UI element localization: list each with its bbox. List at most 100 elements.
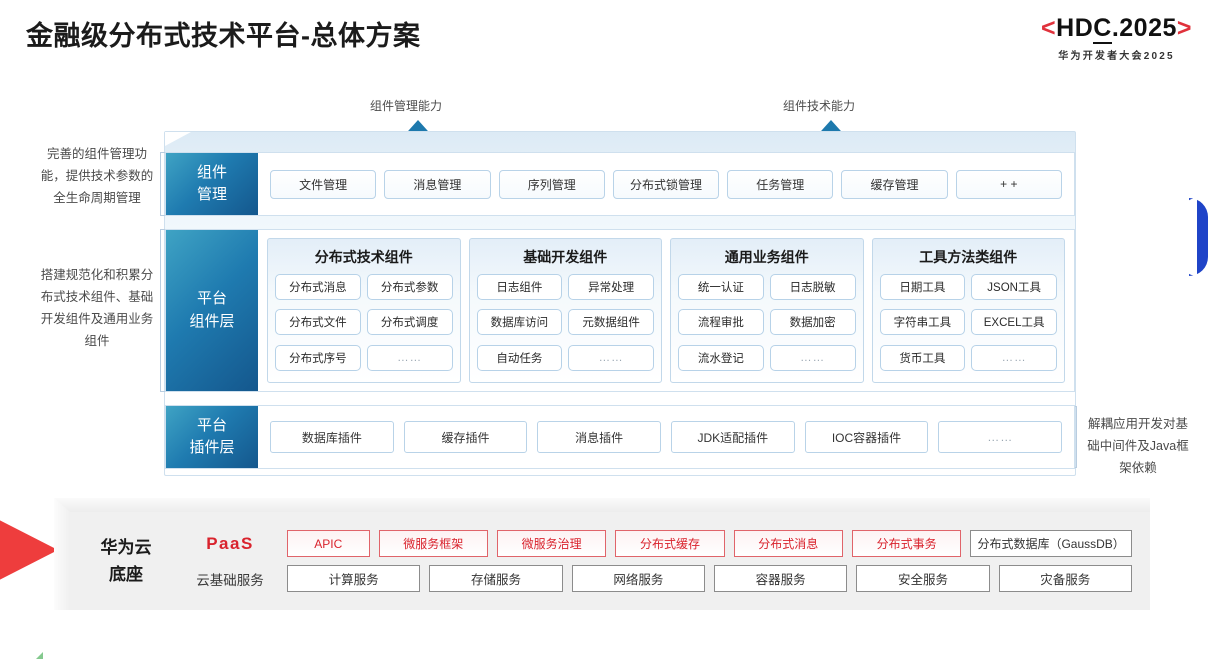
paas-chip-microservice-governance[interactable]: 微服务治理	[496, 530, 607, 557]
hdc-logo-main: <HDC.2025>	[1041, 14, 1192, 44]
paas-chip-distributed-database[interactable]: 分布式数据库（GaussDB）	[970, 530, 1133, 557]
note-component-management: 完善的组件管理功能，提供技术参数的全生命周期管理	[40, 147, 154, 205]
group-utility-methods: 工具方法类组件 日期工具 JSON工具 字符串工具 EXCEL工具 货币工具 ……	[871, 238, 1065, 383]
note-component-layer: 搭建规范化和积累分布式技术组件、基础开发组件及通用业务组件	[40, 268, 154, 348]
note-plugin-layer: 解耦应用开发对基础中间件及Java框架依赖	[1087, 417, 1189, 475]
layer-label-line1: 组件	[196, 163, 227, 181]
cell-distributed-file[interactable]: 分布式文件	[275, 309, 361, 336]
cell-more[interactable]: ……	[568, 344, 654, 371]
base-title-line2: 底座	[109, 565, 143, 584]
cell-more[interactable]: ……	[366, 344, 453, 371]
chip-file-management[interactable]: 文件管理	[270, 169, 377, 199]
cell-json-tool[interactable]: JSON工具	[971, 274, 1057, 300]
layer-label-component-management: 组件 管理	[166, 153, 258, 215]
cell-log-component[interactable]: 日志组件	[476, 274, 563, 300]
cell-distributed-parameter[interactable]: 分布式参数	[366, 274, 453, 300]
layer-body-platform-component: 分布式技术组件 分布式消息 分布式参数 分布式文件 分布式调度 分布式序号 ………	[258, 230, 1074, 391]
chip-distributed-lock-management[interactable]: 分布式锁管理	[612, 169, 720, 199]
chip-ioc-container-plugin[interactable]: IOC容器插件	[804, 421, 929, 453]
paas-label: PaaS	[206, 533, 254, 553]
group-title: 分布式技术组件	[314, 249, 413, 265]
chip-database-plugin[interactable]: 数据库插件	[270, 421, 394, 453]
paas-row: PaaS APIC 微服务框架 微服务治理 分布式缓存 分布式消息 分布式事务 …	[182, 530, 1133, 557]
layer-platform-plugin: 平台 插件层 数据库插件 缓存插件 消息插件 JDK适配插件 IOC容器插件 ……	[165, 405, 1075, 469]
layer-component-management: 组件 管理 文件管理 消息管理 序列管理 分布式锁管理 任务管理 缓存管理 + …	[165, 152, 1075, 216]
chip-sequence-management[interactable]: 序列管理	[498, 169, 605, 199]
base-panel: 华为云 底座 PaaS APIC 微服务框架 微服务治理 分布式缓存 分布式消息…	[70, 512, 1150, 610]
chip-cache-plugin[interactable]: 缓存插件	[403, 421, 528, 453]
base-title-line1: 华为云	[100, 537, 152, 557]
cell-distributed-message[interactable]: 分布式消息	[275, 274, 361, 300]
cloud-services-label: 云基础服务	[196, 572, 264, 588]
base-bevel-left	[54, 498, 70, 610]
base-rows: PaaS APIC 微服务框架 微服务治理 分布式缓存 分布式消息 分布式事务 …	[182, 530, 1150, 592]
chip-jdk-adapter-plugin[interactable]: JDK适配插件	[671, 421, 795, 453]
paas-chip-distributed-transaction[interactable]: 分布式事务	[851, 530, 962, 557]
logo-text-post: .2025	[1111, 14, 1177, 42]
decor-green-mark-icon	[36, 652, 43, 659]
cell-database-access[interactable]: 数据库访问	[476, 309, 563, 336]
layer-label-platform-plugin: 平台 插件层	[166, 406, 258, 468]
svc-chip-security[interactable]: 安全服务	[856, 565, 990, 592]
cell-process-approval[interactable]: 流程审批	[678, 309, 764, 336]
paas-chip-apic[interactable]: APIC	[287, 530, 370, 557]
page-title: 金融级分布式技术平台-总体方案	[26, 21, 421, 51]
svc-chip-compute[interactable]: 计算服务	[287, 565, 421, 592]
cell-log-desensitization[interactable]: 日志脱敏	[769, 274, 856, 300]
huawei-cloud-base: 华为云 底座 PaaS APIC 微服务框架 微服务治理 分布式缓存 分布式消息…	[54, 498, 1150, 610]
base-title: 华为云 底座	[70, 534, 182, 588]
cell-more[interactable]: ……	[971, 344, 1057, 371]
cell-date-tool[interactable]: 日期工具	[879, 274, 966, 300]
cell-distributed-sequence[interactable]: 分布式序号	[275, 344, 361, 371]
layer-label-line2: 插件层	[189, 439, 235, 456]
arrow-label-component-management: 组件管理能力	[370, 99, 443, 113]
layer-label-platform-component: 平台 组件层	[166, 230, 258, 391]
svc-chip-disaster-recovery[interactable]: 灾备服务	[998, 565, 1132, 592]
cell-more[interactable]: ……	[769, 344, 856, 371]
logo-bracket-left-icon: <	[1041, 14, 1057, 42]
chip-message-plugin[interactable]: 消息插件	[537, 421, 662, 453]
layer-label-line2: 管理	[196, 186, 227, 203]
paas-chip-microservice-framework[interactable]: 微服务框架	[378, 530, 488, 557]
base-bevel-top	[54, 498, 1150, 512]
group-title: 基础开发组件	[523, 249, 608, 265]
cell-exception-handling[interactable]: 异常处理	[568, 274, 654, 300]
hdc-logo: <HDC.2025> 华为开发者大会2025	[1041, 14, 1192, 62]
decor-red-triangle-icon	[0, 505, 58, 595]
cloud-services-row: 云基础服务 计算服务 存储服务 网络服务 容器服务 安全服务 灾备服务	[182, 565, 1132, 592]
group-title: 工具方法类组件	[919, 249, 1018, 265]
cell-distributed-scheduling[interactable]: 分布式调度	[366, 309, 453, 336]
chip-message-management[interactable]: 消息管理	[384, 169, 491, 199]
group-distributed-tech: 分布式技术组件 分布式消息 分布式参数 分布式文件 分布式调度 分布式序号 ……	[267, 238, 461, 383]
group-grid: 统一认证 日志脱敏 流程审批 数据加密 流水登记 ……	[678, 274, 856, 375]
cell-string-tool[interactable]: 字符串工具	[879, 309, 966, 336]
paas-chip-distributed-message[interactable]: 分布式消息	[733, 530, 843, 557]
group-general-business: 通用业务组件 统一认证 日志脱敏 流程审批 数据加密 流水登记 ……	[670, 238, 864, 383]
hdc-logo-subtitle: 华为开发者大会2025	[1058, 51, 1175, 62]
chip-more-plugin[interactable]: ……	[938, 421, 1063, 453]
layer-label-line2: 组件层	[189, 312, 235, 330]
logo-bracket-right-icon: >	[1176, 14, 1192, 42]
layer-label-line1: 平台	[196, 416, 227, 434]
layer-platform-component: 平台 组件层 分布式技术组件 分布式消息 分布式参数 分布式文件 分布式调度 分…	[165, 229, 1075, 392]
layer-label-line1: 平台	[196, 290, 227, 307]
cell-data-encryption[interactable]: 数据加密	[769, 309, 856, 336]
chip-cache-management[interactable]: 缓存管理	[841, 169, 948, 199]
paas-chip-distributed-cache[interactable]: 分布式缓存	[615, 530, 725, 557]
cell-metadata-component[interactable]: 元数据组件	[568, 309, 654, 336]
svc-chip-container[interactable]: 容器服务	[713, 565, 848, 592]
logo-text-pre: HD	[1056, 14, 1094, 42]
chip-task-management[interactable]: 任务管理	[727, 169, 834, 199]
cell-auto-task[interactable]: 自动任务	[476, 344, 563, 371]
group-title: 通用业务组件	[724, 249, 809, 265]
svc-chip-network[interactable]: 网络服务	[571, 565, 705, 592]
chip-add-more[interactable]: + +	[955, 169, 1062, 199]
svc-chip-storage[interactable]: 存储服务	[429, 565, 563, 592]
cell-currency-tool[interactable]: 货币工具	[879, 344, 966, 371]
group-basic-development: 基础开发组件 日志组件 异常处理 数据库访问 元数据组件 自动任务 ……	[468, 238, 662, 383]
cell-unified-authentication[interactable]: 统一认证	[678, 274, 764, 300]
cell-transaction-register[interactable]: 流水登记	[678, 344, 764, 371]
logo-text-underlined: C	[1093, 14, 1112, 44]
cell-excel-tool[interactable]: EXCEL工具	[971, 309, 1057, 336]
